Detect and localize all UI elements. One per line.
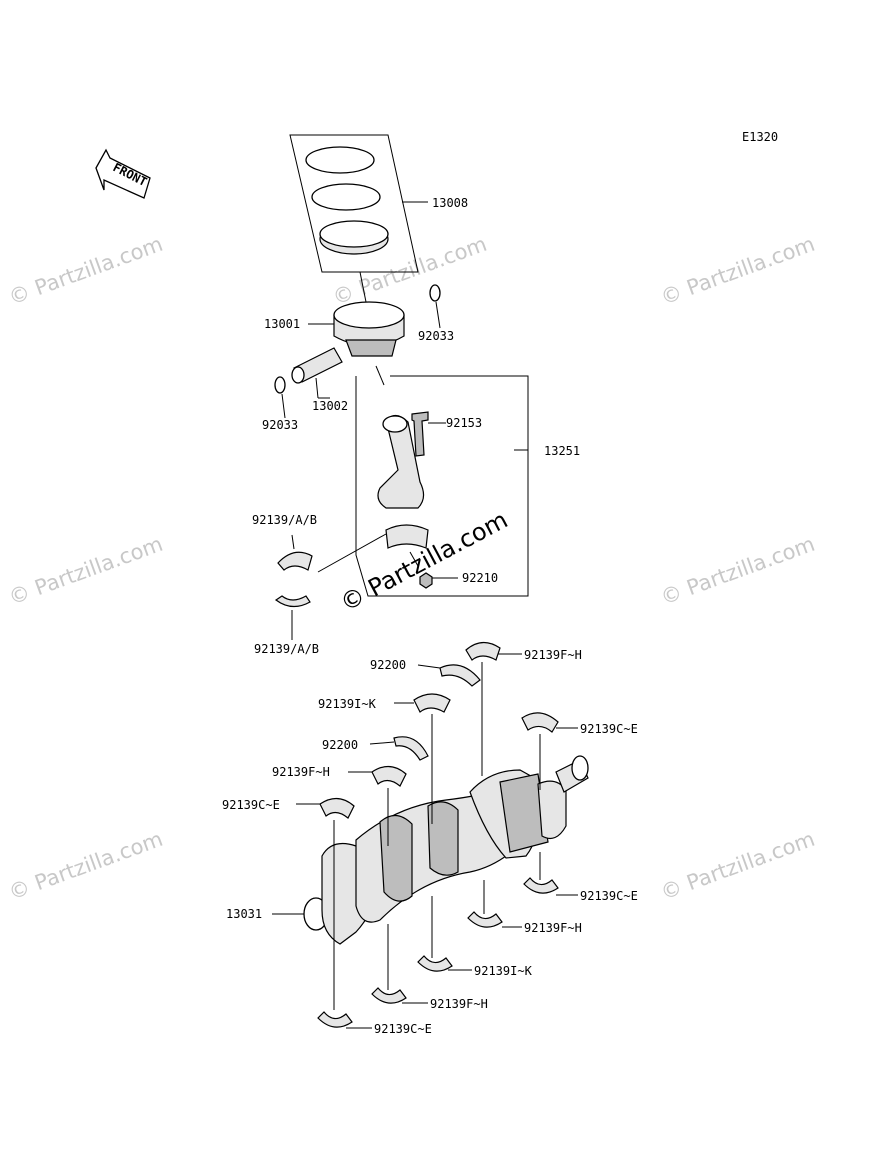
piston-ring-set: [289, 134, 428, 273]
part-label: 13002: [312, 399, 348, 413]
part-label: 92200: [370, 658, 406, 672]
part-label: 92139F~H: [430, 997, 488, 1011]
piston-pin-icon: [291, 347, 343, 399]
part-label: 92139C~E: [222, 798, 280, 812]
crankshaft-icon: [303, 755, 589, 945]
diagram-code: E1320: [742, 130, 778, 144]
bearing-shell-icon: [274, 595, 311, 608]
part-label: 92139F~H: [524, 648, 582, 662]
part-label: 92153: [446, 416, 482, 430]
bearing-shell-icon: [371, 765, 407, 787]
part-label: 92033: [418, 329, 454, 343]
bearing-shell-icon: [319, 797, 355, 819]
part-label: 13031: [226, 907, 262, 921]
part-labels: 13008 13001 92033 13002 92033 92153 1325…: [222, 196, 638, 1036]
connecting-rod-group: [355, 365, 529, 597]
bearing-shell-icon: [317, 1011, 353, 1028]
part-label: 92200: [322, 738, 358, 752]
part-label: 13251: [544, 444, 580, 458]
watermark: © Partzilla.com: [6, 827, 166, 905]
part-label: 92210: [462, 571, 498, 585]
front-arrow-icon: FRONT: [95, 148, 151, 199]
thrust-washer-icon: [393, 736, 429, 761]
thrust-washer-icon: [439, 664, 481, 687]
part-label: 13001: [264, 317, 300, 331]
bearing-shell-icon: [523, 877, 559, 894]
snap-ring-icon: [429, 284, 441, 302]
center-watermark: © Partzilla.com: [336, 506, 513, 618]
bearing-shell-icon: [413, 693, 451, 713]
part-label: 92139C~E: [374, 1022, 432, 1036]
snap-ring-icon: [274, 376, 286, 394]
bearing-shell-icon: [417, 955, 453, 972]
part-label: 92139/A/B: [254, 642, 319, 656]
part-label: 92139F~H: [272, 765, 330, 779]
part-label: 13008: [432, 196, 468, 210]
watermark: © Partzilla.com: [658, 232, 818, 310]
bearing-shell-icon: [521, 712, 559, 733]
bearing-shell-icon: [465, 641, 501, 661]
part-label: 92139C~E: [580, 889, 638, 903]
bearing-shell-icon: [467, 911, 503, 928]
part-label: 92139C~E: [580, 722, 638, 736]
part-label: 92139/A/B: [252, 513, 317, 527]
part-label: 92139F~H: [524, 921, 582, 935]
part-label: 92139I~K: [318, 697, 377, 711]
part-label: 92033: [262, 418, 298, 432]
piston-icon: [308, 271, 405, 357]
watermark: © Partzilla.com: [6, 532, 166, 610]
bearing-shell-icon: [371, 987, 407, 1004]
watermark: © Partzilla.com: [658, 532, 818, 610]
watermark: © Partzilla.com: [6, 232, 166, 310]
part-label: 92139I~K: [474, 964, 533, 978]
bearing-shell-icon: [277, 551, 313, 571]
watermark: © Partzilla.com: [658, 827, 818, 905]
